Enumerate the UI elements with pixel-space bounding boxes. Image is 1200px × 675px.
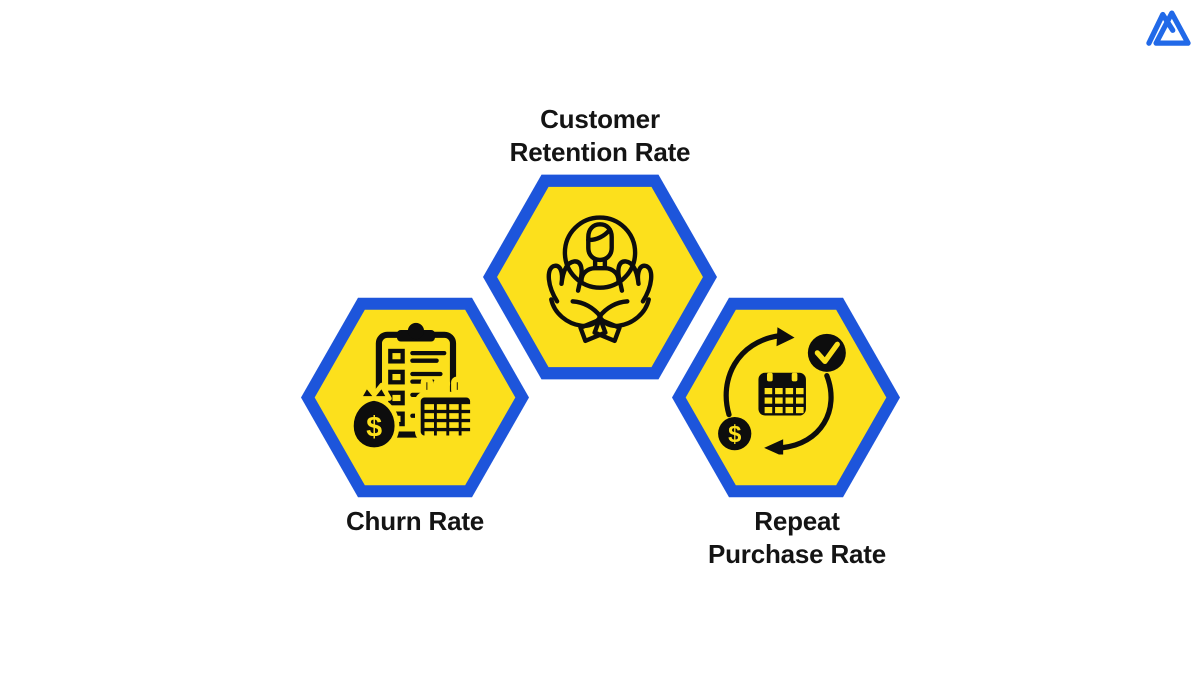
dollar-badge-icon (718, 416, 752, 451)
mountain-logo-icon (1146, 10, 1191, 46)
label-churn-rate: Churn Rate (265, 505, 565, 538)
label-line: Retention Rate (509, 137, 691, 167)
dollar-glyph: $ (728, 421, 741, 448)
calendar-cycle-dollar-check-icon: $ (718, 327, 846, 455)
clipboard-moneybag-calendar-icon: $ (348, 322, 476, 453)
check-badge-icon (807, 333, 846, 372)
dollar-glyph: $ (366, 411, 382, 443)
label-line: Purchase Rate (707, 539, 887, 569)
label-repeat-purchase-rate: Repeat Purchase Rate (647, 505, 947, 571)
hexagon-repeat-purchase: $ (672, 297, 900, 498)
hexagon-churn-rate: $ (301, 297, 529, 498)
label-customer-retention-rate: Customer Retention Rate (450, 103, 750, 169)
label-line: Repeat (754, 506, 840, 536)
label-line: Churn Rate (345, 506, 485, 536)
hexagon-customer-retention (483, 174, 717, 380)
hexagon-fill (497, 186, 703, 368)
hands-holding-person-icon (546, 215, 651, 344)
label-line: Customer (540, 104, 660, 134)
